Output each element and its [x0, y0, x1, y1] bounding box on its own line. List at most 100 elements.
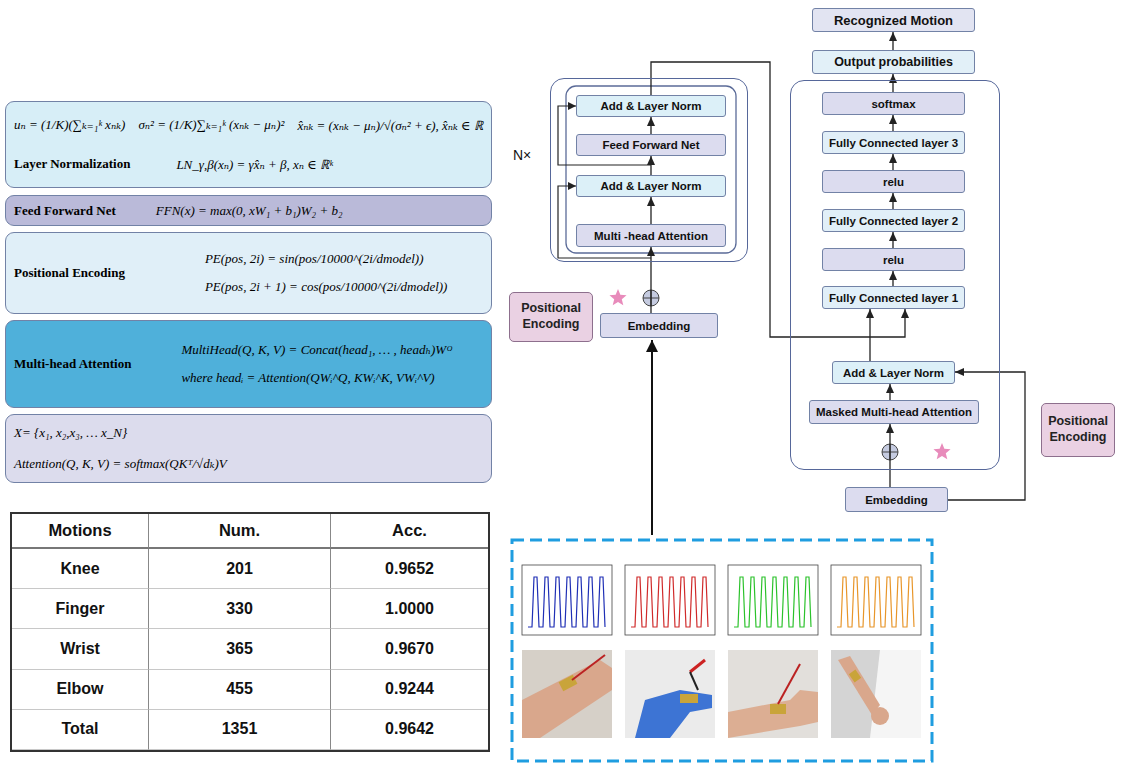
signal-trace: [734, 577, 811, 627]
table-cell-text: Motions: [48, 521, 111, 540]
node-text: Embedding: [628, 320, 691, 332]
layer-box: Fully Connected layer 3: [822, 131, 965, 154]
node-text: Feed Forward Net: [602, 139, 699, 151]
table-cell: Elbow: [12, 670, 149, 710]
layer-stack-outline: [566, 86, 736, 253]
connector-arrow: [892, 232, 893, 248]
repeat-label: N×: [513, 147, 531, 163]
table-cell-text: 1351: [222, 720, 258, 738]
node-text: relu: [883, 254, 904, 266]
sensor-patch: [680, 694, 698, 703]
sensor-wire: [690, 672, 698, 690]
connector-arrow: [892, 115, 893, 131]
table-cell: 0.9642: [331, 710, 488, 750]
formula-column: MultiHead(Q, K, V) = Concat(head₁, … , h…: [181, 342, 452, 386]
table-cell: 0.9652: [331, 549, 488, 589]
connector-arrow: [650, 156, 651, 175]
photo-background: [728, 650, 818, 738]
formula-row: Layer NormalizationLN_γ,β(xₙ) = γx̂ₙ + β…: [14, 155, 483, 173]
layer-box: Feed Forward Net: [576, 134, 726, 156]
sensor-clip: [690, 660, 705, 672]
photo-background: [625, 650, 715, 738]
table-cell-text: 455: [226, 680, 253, 698]
node-text: Layer Normalization: [14, 156, 130, 172]
layer-box: Multi -head Attention: [576, 224, 726, 247]
formula-row: uₙ = (1/K)(∑ₖ₌₁ᵏ xₙₖ)σₙ² = (1/K)∑ₖ₌₁ᵏ (x…: [14, 116, 483, 134]
formula-row: Positional Encoding PE(pos, 2i) = sin(pos…: [14, 251, 483, 295]
node-text: relu: [883, 176, 904, 188]
node-text: x̂ₙₖ = (xₙₖ − μₙ)/√(σₙ² + ϵ), x̂ₙₖ ∈ ℝ: [298, 116, 483, 134]
table-cell-text: Elbow: [56, 680, 103, 698]
sensor-patch: [770, 704, 786, 714]
table-cell: 0.9244: [331, 670, 488, 710]
layer-box: Masked Multi-head Attention: [809, 400, 979, 424]
node-text: Fully Connected layer 1: [829, 292, 958, 304]
connector-arrow: [892, 271, 893, 286]
formula-panel: Multi-head AttentionMultiHead(Q, K, V) =…: [5, 320, 492, 408]
table-cell: Knee: [12, 549, 149, 589]
node-text: Feed Forward Net: [14, 203, 116, 219]
formula-panel: uₙ = (1/K)(∑ₖ₌₁ᵏ xₙₖ)σₙ² = (1/K)∑ₖ₌₁ᵏ (x…: [5, 101, 492, 188]
chart-frame: [831, 565, 921, 635]
signal-trace: [528, 577, 605, 627]
positional-encoding-box: Positional Encoding: [1041, 403, 1115, 457]
node-text: MultiHead(Q, K, V) = Concat(head₁, … , h…: [181, 342, 452, 358]
table-cell: 201: [149, 549, 331, 589]
hand-photo: [871, 707, 889, 725]
formula-panel: Feed Forward NetFFN(x) = max(0, xW₁ + b₁…: [5, 195, 492, 226]
node-text: Attention(Q, K, V) = softmax(QKᵀ/√dₖ)V: [14, 456, 227, 472]
table-cell-text: Knee: [60, 560, 99, 578]
table-cell: 455: [149, 670, 331, 710]
connector-arrow: [889, 424, 890, 487]
node-text: σₙ² = (1/K)∑ₖ₌₁ᵏ (xₙₖ − μₙ)²: [138, 117, 284, 133]
block-outline: softmaxFully Connected layer 3reluFully …: [790, 80, 1000, 470]
star-symbol: [609, 289, 626, 305]
node-text: Output probabilities: [834, 55, 953, 69]
connector-arrow: [650, 247, 651, 313]
sensor-wire: [778, 664, 800, 704]
layer-box: Embedding: [845, 487, 948, 512]
positional-encoding-box: Positional Encoding: [509, 292, 593, 342]
input-arrow: [651, 340, 653, 535]
table-cell-text: Finger: [56, 600, 105, 618]
table-cell: Finger: [12, 589, 149, 629]
connector-arrow: [892, 193, 893, 209]
connector-arrow: [892, 154, 893, 170]
connector-arrow: [892, 74, 893, 92]
node-text: Embedding: [865, 494, 928, 506]
node-text: Masked Multi-head Attention: [816, 406, 972, 418]
node-text: Add & Layer Norm: [843, 367, 944, 379]
connector-arrow: [650, 117, 651, 134]
table-cell-text: 365: [226, 640, 253, 658]
signal-trace: [631, 577, 708, 627]
layer-box: Add & Layer Norm: [576, 95, 726, 117]
node-text: Positional Encoding: [14, 265, 125, 281]
layer-box: relu: [822, 170, 965, 193]
node-text: Add & Layer Norm: [601, 100, 702, 112]
results-table: MotionsNum.Acc.Knee2010.9652Finger3301.0…: [10, 512, 490, 752]
connector-arrow: [889, 384, 890, 400]
photo-background: [522, 650, 612, 738]
table-cell-text: 0.9670: [385, 640, 434, 658]
formula-column: PE(pos, 2i) = sin(pos/10000^(2i/dmodel))…: [205, 251, 448, 295]
node-text: Multi -head Attention: [594, 230, 708, 242]
table-cell: 365: [149, 629, 331, 669]
connector-arrow: [948, 372, 1025, 500]
table-cell-text: 0.9652: [385, 560, 434, 578]
arm-photo: [522, 660, 612, 738]
wrist-photo: [728, 690, 818, 738]
node-text: Fully Connected layer 2: [829, 215, 958, 227]
connector-arrow: [869, 309, 870, 361]
node-text: Positional Encoding: [1045, 414, 1111, 445]
table-cell: 0.9670: [331, 629, 488, 669]
chart-frame: [728, 565, 818, 635]
table-cell: Acc.: [331, 514, 488, 549]
chart-frame: [522, 565, 612, 635]
formula-panel: X= {x₁, x₂,x₃, … x_N}Attention(Q, K, V) …: [5, 414, 492, 483]
layer-box: Embedding: [600, 313, 718, 338]
table-cell: Total: [12, 710, 149, 750]
node-text: where headᵢ = Attention(QWᵢ^Q, KWᵢ^K, VW…: [181, 370, 452, 386]
table-cell-text: 0.9244: [385, 680, 434, 698]
layer-box: softmax: [822, 92, 965, 115]
photo-background: [831, 650, 921, 738]
